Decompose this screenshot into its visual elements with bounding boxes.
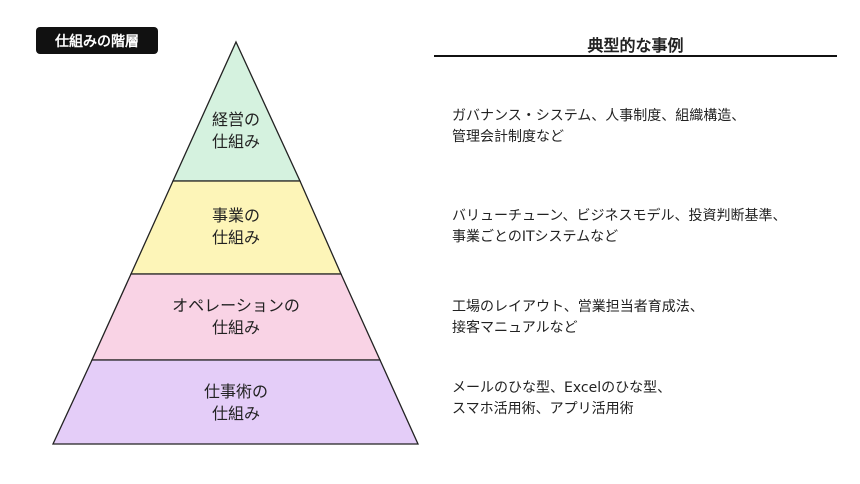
level-label-line: オペレーションの — [172, 296, 300, 315]
level-label-line: 仕組み — [211, 228, 260, 247]
pyramid-level-3-label: オペレーションの 仕組み — [86, 295, 386, 339]
example-line: 工場のレイアウト、営業担当者育成法、 — [452, 299, 704, 315]
example-line: バリューチューン、ビジネスモデル、投資判断基準、 — [452, 208, 787, 224]
example-line: ガバナンス・システム、人事制度、組織構造、 — [452, 108, 746, 124]
example-line: スマホ活用術、アプリ活用術 — [452, 401, 634, 417]
level-label-line: 事業の — [211, 206, 260, 225]
pyramid-level-2-label: 事業の 仕組み — [86, 205, 386, 249]
heading-divider — [434, 55, 837, 57]
example-level-2: バリューチューン、ビジネスモデル、投資判断基準、 事業ごとのITシステムなど — [452, 206, 786, 248]
pyramid-level-4-shape — [51, 359, 420, 445]
example-level-4: メールのひな型、Excelのひな型、 スマホ活用術、アプリ活用術 — [452, 378, 671, 420]
pyramid-level-4-label: 仕事術の 仕組み — [86, 381, 386, 425]
level-label-line: 経営の — [211, 110, 260, 129]
example-line: 管理会計制度など — [452, 129, 564, 145]
example-level-3: 工場のレイアウト、営業担当者育成法、 接客マニュアルなど — [452, 297, 704, 339]
level-label-line: 仕事術の — [203, 382, 268, 401]
level-label-line: 仕組み — [211, 404, 260, 423]
pyramid-level-1-label: 経営の 仕組み — [86, 109, 386, 153]
level-label-line: 仕組み — [211, 318, 260, 337]
level-label-line: 仕組み — [211, 132, 260, 151]
example-line: 事業ごとのITシステムなど — [452, 229, 619, 245]
examples-heading: 典型的な事例 — [587, 36, 684, 55]
example-line: メールのひな型、Excelのひな型、 — [452, 380, 672, 396]
example-level-1: ガバナンス・システム、人事制度、組織構造、 管理会計制度など — [452, 106, 745, 148]
example-line: 接客マニュアルなど — [452, 320, 578, 336]
section-badge: 仕組みの階層 — [36, 27, 158, 54]
